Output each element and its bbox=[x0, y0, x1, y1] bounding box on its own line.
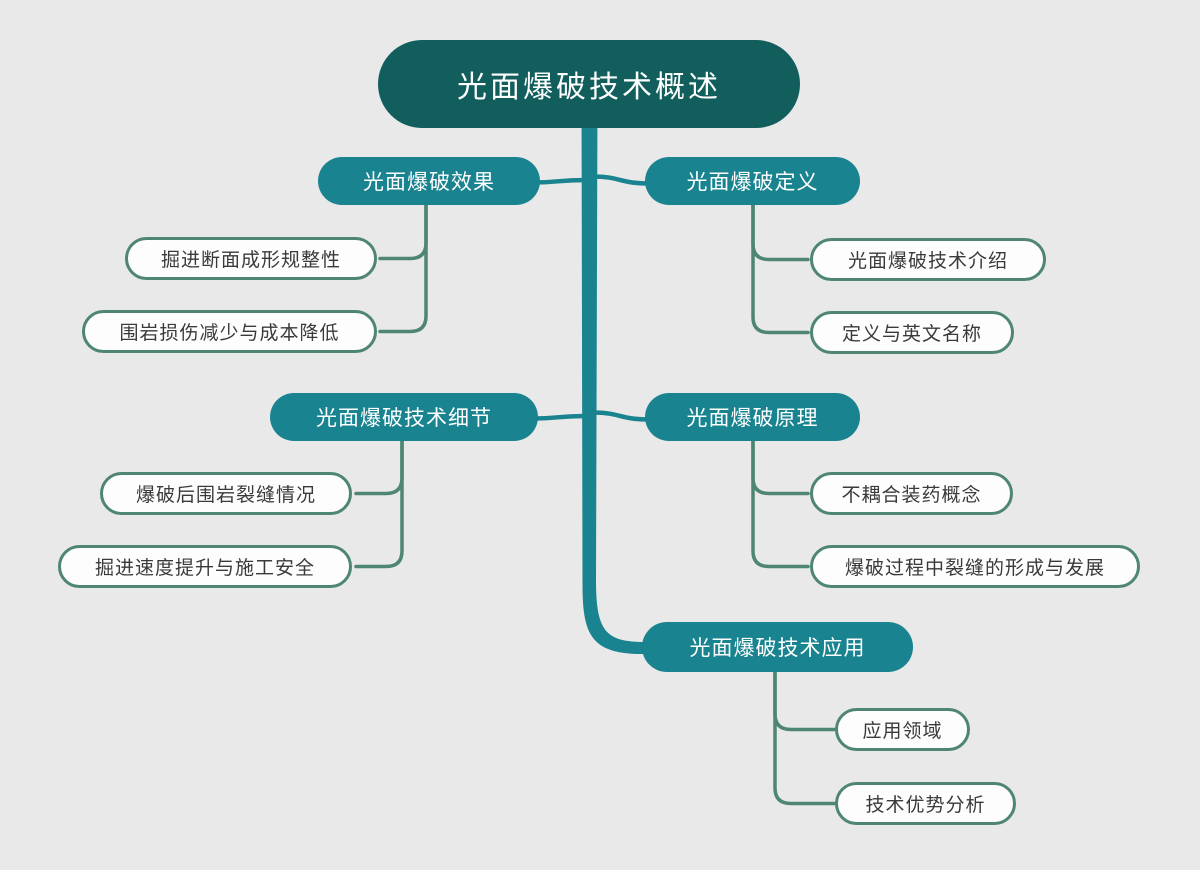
leaf-node-label: 应用领域 bbox=[862, 721, 943, 742]
branch-connector-details bbox=[533, 413, 587, 421]
branch-node-label: 光面爆破原理 bbox=[686, 406, 819, 430]
leaf-node-principle-1[interactable]: 不耦合装药概念 bbox=[810, 472, 1013, 515]
leaf-node-details-1[interactable]: 爆破后围岩裂缝情况 bbox=[100, 472, 352, 515]
branch-node-effect[interactable]: 光面爆破效果 bbox=[318, 157, 540, 205]
leaf-node-application-2[interactable]: 技术优势分析 bbox=[835, 782, 1016, 825]
child-connector-application-1 bbox=[773, 668, 839, 732]
branch-node-details[interactable]: 光面爆破技术细节 bbox=[270, 393, 538, 441]
child-connector-details-2 bbox=[354, 437, 404, 569]
child-connector-effect-1 bbox=[378, 201, 428, 261]
child-connector-application-2 bbox=[773, 668, 839, 806]
leaf-node-label: 爆破过程中裂缝的形成与发展 bbox=[844, 558, 1105, 579]
trunk-connector bbox=[581, 95, 646, 654]
leaf-node-label: 围岩损伤减少与成本降低 bbox=[119, 323, 340, 344]
branch-connector-principle bbox=[592, 410, 650, 422]
leaf-node-label: 掘进断面成形规整性 bbox=[160, 250, 341, 271]
branch-node-definition[interactable]: 光面爆破定义 bbox=[645, 157, 860, 205]
leaf-node-details-2[interactable]: 掘进速度提升与施工安全 bbox=[58, 545, 352, 588]
leaf-node-label: 光面爆破技术介绍 bbox=[847, 251, 1008, 272]
child-connector-definition-2 bbox=[751, 201, 810, 335]
leaf-node-label: 掘进速度提升与施工安全 bbox=[94, 558, 315, 579]
leaf-node-label: 定义与英文名称 bbox=[841, 324, 982, 345]
child-connector-principle-1 bbox=[751, 437, 810, 496]
branch-connector-effect bbox=[533, 177, 587, 185]
child-connector-effect-2 bbox=[378, 201, 428, 334]
child-connector-details-1 bbox=[354, 437, 404, 496]
leaf-node-definition-1[interactable]: 光面爆破技术介绍 bbox=[810, 238, 1046, 281]
leaf-node-effect-1[interactable]: 掘进断面成形规整性 bbox=[125, 237, 377, 280]
root-node-label: 光面爆破技术概述 bbox=[457, 71, 721, 104]
leaf-node-definition-2[interactable]: 定义与英文名称 bbox=[810, 311, 1014, 354]
leaf-node-effect-2[interactable]: 围岩损伤减少与成本降低 bbox=[82, 310, 377, 353]
root-node[interactable]: 光面爆破技术概述 bbox=[378, 40, 800, 128]
leaf-node-application-1[interactable]: 应用领域 bbox=[835, 708, 970, 751]
leaf-node-label: 爆破后围岩裂缝情况 bbox=[135, 485, 316, 506]
leaf-node-principle-2[interactable]: 爆破过程中裂缝的形成与发展 bbox=[810, 545, 1140, 588]
branch-node-label: 光面爆破技术应用 bbox=[689, 636, 866, 660]
branch-node-principle[interactable]: 光面爆破原理 bbox=[645, 393, 860, 441]
child-connector-principle-2 bbox=[751, 437, 810, 569]
leaf-node-label: 不耦合装药概念 bbox=[841, 485, 982, 506]
leaf-node-label: 技术优势分析 bbox=[865, 795, 986, 816]
branch-node-application[interactable]: 光面爆破技术应用 bbox=[642, 622, 913, 672]
branch-node-label: 光面爆破定义 bbox=[686, 170, 819, 194]
branch-connector-definition bbox=[592, 174, 650, 186]
child-connector-definition-1 bbox=[751, 201, 810, 262]
branch-node-label: 光面爆破技术细节 bbox=[316, 406, 492, 430]
branch-node-label: 光面爆破效果 bbox=[363, 170, 495, 194]
